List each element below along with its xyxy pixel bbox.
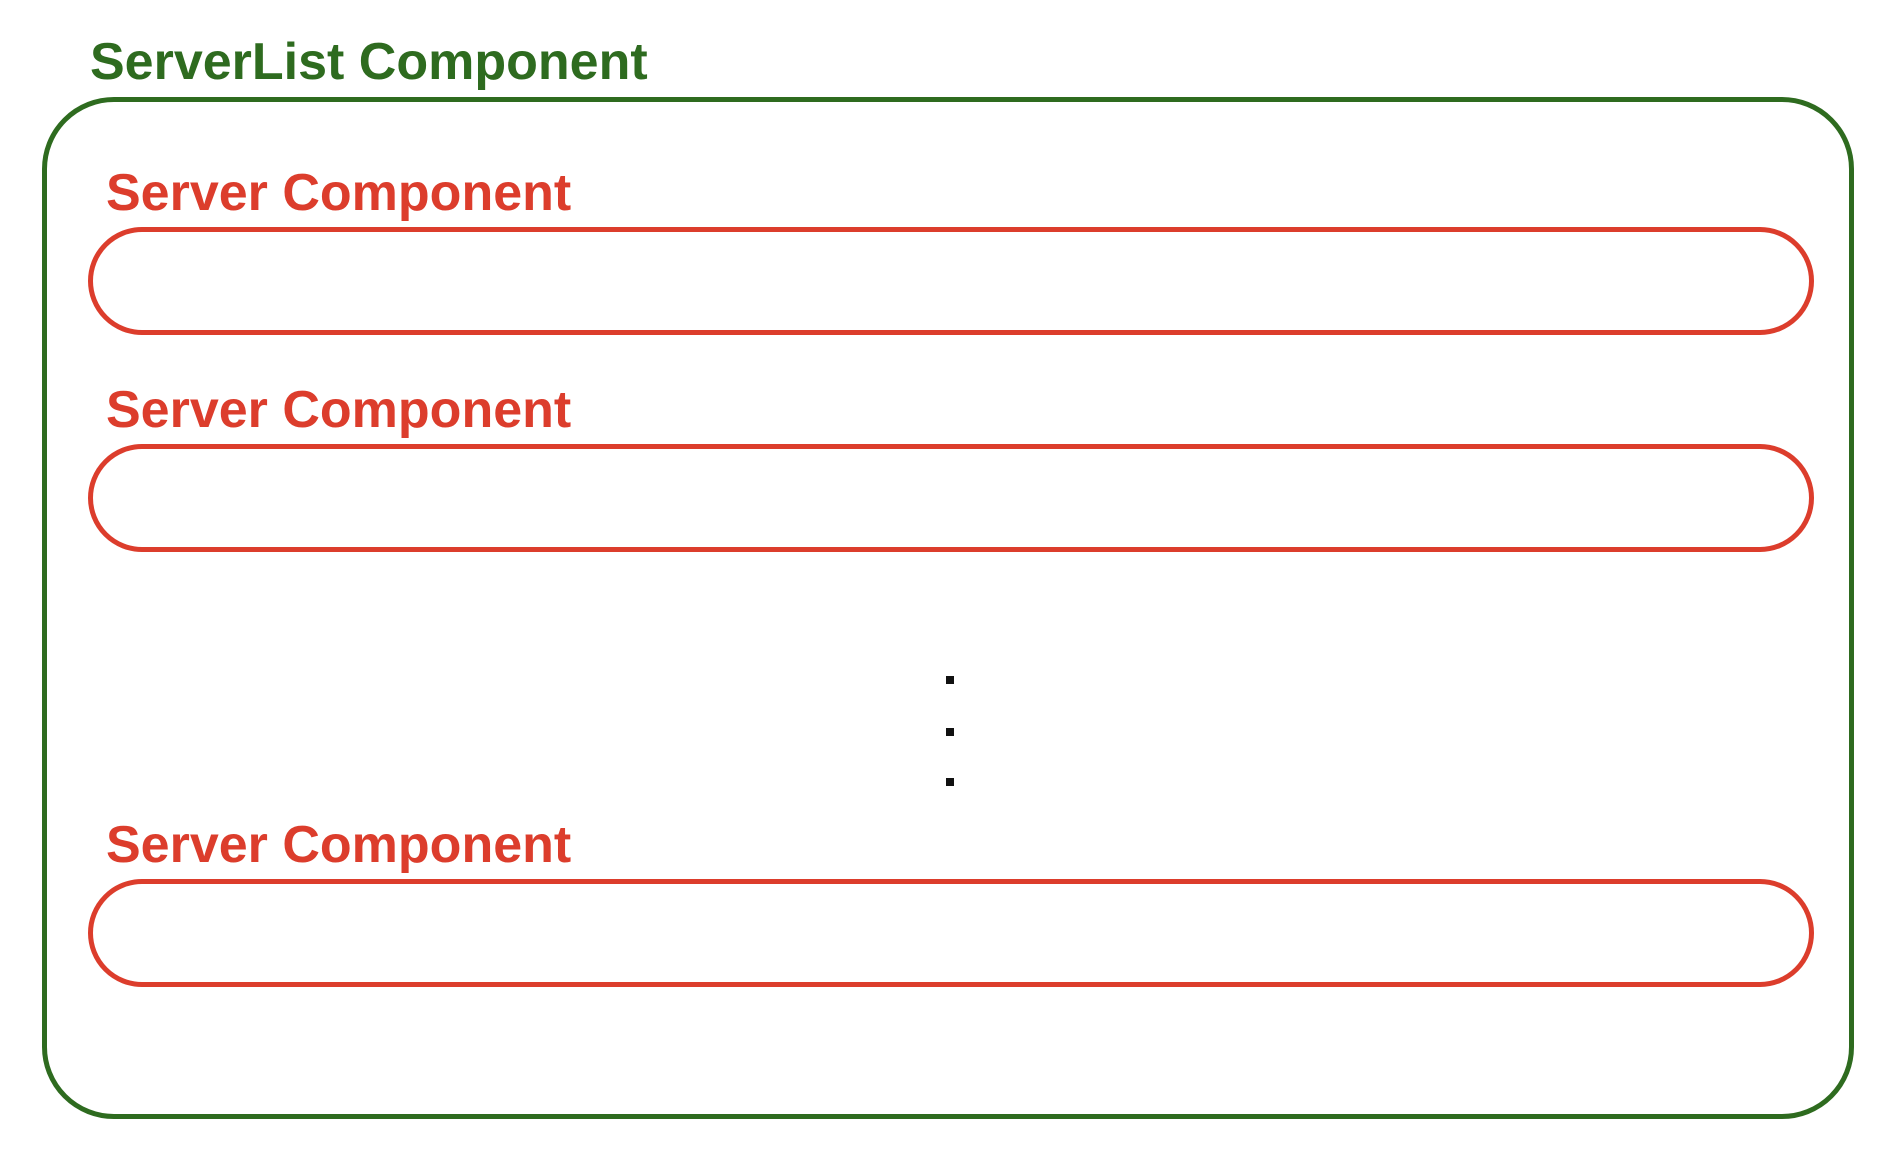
server-component-box-3: [88, 879, 1814, 987]
server-component-box-1: [88, 227, 1814, 335]
server-component-label-1: Server Component: [106, 164, 572, 222]
serverlist-component-box: [42, 97, 1854, 1119]
server-component-box-2: [88, 444, 1814, 552]
server-component-label-3: Server Component: [106, 816, 572, 874]
ellipsis-dot: [946, 778, 954, 786]
serverlist-component-label: ServerList Component: [90, 33, 648, 91]
ellipsis-dot: [946, 728, 954, 736]
ellipsis-dot: [946, 676, 954, 684]
server-component-label-2: Server Component: [106, 381, 572, 439]
